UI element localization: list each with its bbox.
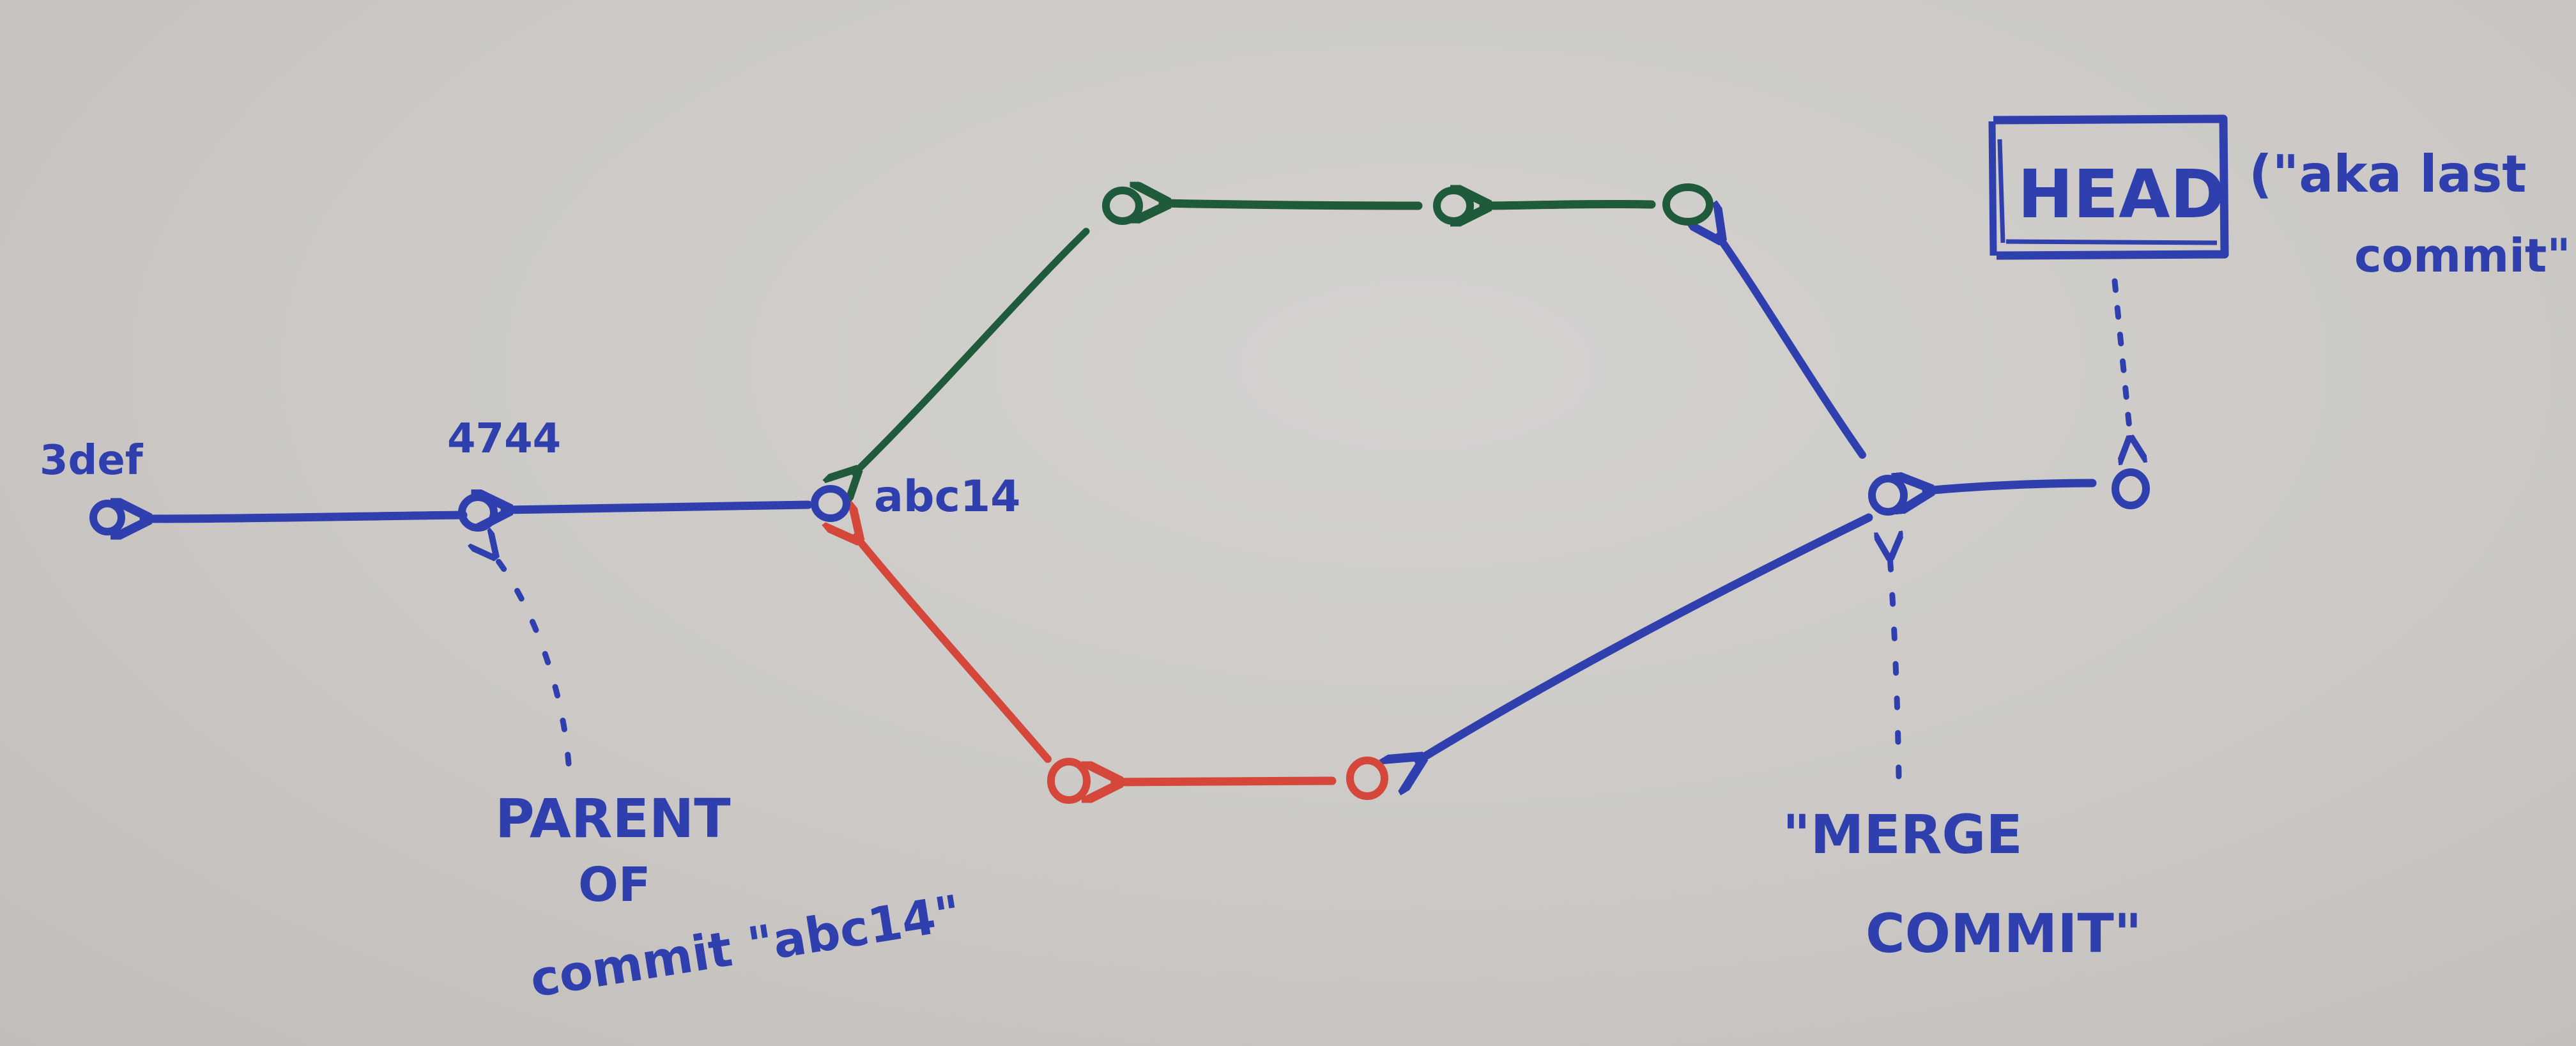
- edge-red-1-to-abc14: [856, 537, 1052, 763]
- commit-node-green-1: [1102, 187, 1143, 225]
- label-merge-line1: "MERGE: [1782, 803, 2023, 866]
- label-head: HEAD: [2018, 155, 2225, 233]
- commit-node-head: [2112, 468, 2150, 509]
- pointer-merge-label-to-merge: [1890, 555, 1899, 780]
- label-merge-line2: COMMIT": [1866, 902, 2142, 965]
- edge-green-1-to-abc14: [855, 227, 1090, 473]
- edge-green-3-to-green-2: [1483, 204, 1656, 206]
- label-aka-line2: commit": [2354, 229, 2571, 282]
- label-parent-line2: OF: [578, 858, 650, 912]
- edge-red-2-to-red-1: [1115, 781, 1337, 782]
- commit-node-green-2: [1433, 187, 1474, 225]
- pointer-head-to-commit: [2112, 278, 2131, 441]
- edge-head-to-merge: [1926, 483, 2097, 491]
- label-aka-line1: ("aka last: [2249, 144, 2527, 204]
- edge-merge-to-green-tip: [1719, 236, 1866, 459]
- edge-abc14-to-4744: [505, 505, 813, 510]
- pointer-parent-to-4744: [493, 555, 572, 767]
- label-parent-line1: PARENT: [495, 787, 731, 850]
- head-box: [1988, 114, 2229, 260]
- edge-merge-to-red-tip: [1418, 513, 1873, 760]
- label-commit-abc14: abc14: [874, 472, 1021, 522]
- edge-4744-to-3def: [144, 515, 468, 519]
- commit-node-4744: [458, 493, 498, 532]
- commit-node-green-3: [1662, 183, 1713, 226]
- commit-node-red-1: [1047, 758, 1091, 804]
- label-commit-4744: 4744: [447, 415, 561, 463]
- commit-node-3def: [89, 500, 125, 535]
- commit-node-abc14: [811, 485, 850, 522]
- label-commit-3def: 3def: [40, 437, 144, 484]
- commit-node-merge: [1868, 475, 1908, 516]
- edge-green-2-to-green-1: [1163, 203, 1423, 206]
- commit-node-red-2: [1346, 757, 1388, 800]
